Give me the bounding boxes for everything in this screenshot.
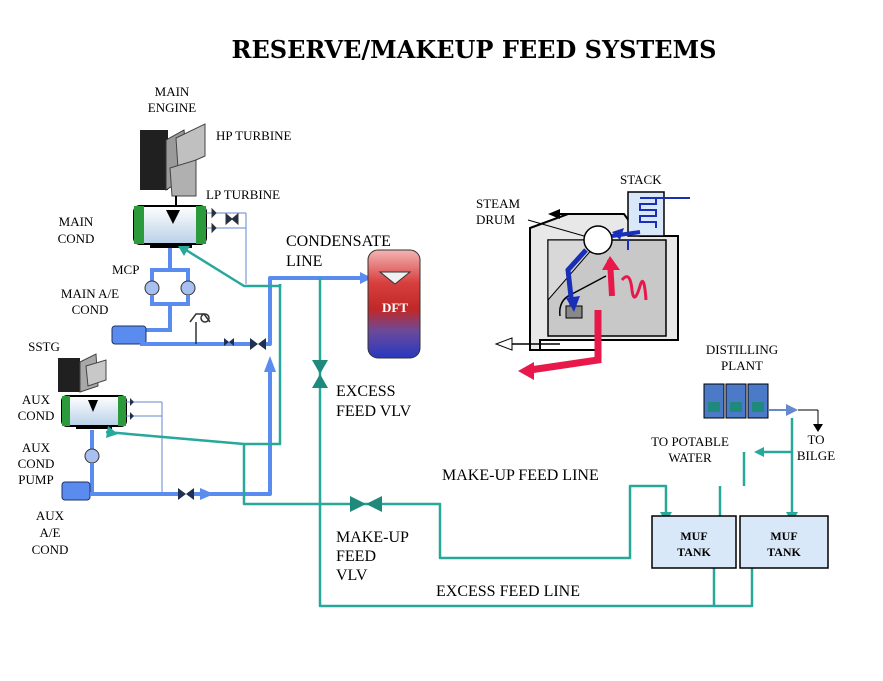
makeup-piping bbox=[105, 248, 794, 608]
aux-ae-cond-label-3: COND bbox=[32, 542, 69, 557]
sstg-generator bbox=[58, 353, 107, 393]
to-bilge-label-2: BILGE bbox=[797, 448, 835, 463]
steam-drum bbox=[583, 225, 613, 255]
makeup-feed-valve bbox=[350, 496, 382, 512]
dft-tank bbox=[367, 249, 421, 359]
funnel-gauge bbox=[189, 313, 211, 344]
excess-feed-vlv-label: EXCESS bbox=[336, 383, 396, 400]
to-potable-label-2: WATER bbox=[668, 450, 712, 465]
aux-cond-pump-label: AUX bbox=[22, 440, 51, 455]
main-cond-label: MAIN bbox=[59, 214, 94, 229]
muf-tank-right bbox=[739, 515, 829, 569]
aux-ae-cond-label-2: A/E bbox=[40, 525, 61, 540]
main-ae-cond-label-2: COND bbox=[72, 302, 109, 317]
muf-tank-left bbox=[651, 515, 737, 569]
stack bbox=[627, 191, 690, 250]
muf-tank-left-label: MUF bbox=[680, 529, 707, 543]
muf-tank-right-label: MUF bbox=[770, 529, 797, 543]
excess-feed-line-label: EXCESS FEED LINE bbox=[436, 583, 580, 600]
condensate-line-label-2: LINE bbox=[286, 253, 322, 270]
lp-drain-valves bbox=[206, 207, 247, 284]
makeup-feed-vlv-label: MAKE-UP bbox=[336, 529, 409, 546]
lp-turbine-label: LP TURBINE bbox=[206, 187, 280, 202]
distilling-plant-label: DISTILLING bbox=[706, 342, 778, 357]
condensate-valves bbox=[178, 338, 266, 500]
excess-feed-vlv-label-2: FEED VLV bbox=[336, 403, 412, 420]
makeup-feed-vlv-label-2: FEED bbox=[336, 548, 376, 565]
distilling-plant bbox=[703, 383, 823, 432]
main-condenser bbox=[133, 205, 207, 248]
condensate-line-label: CONDENSATE bbox=[286, 233, 391, 250]
muf-tank-right-label-2: TANK bbox=[767, 545, 801, 559]
distilling-plant-label-2: PLANT bbox=[721, 358, 763, 373]
aux-ae-condenser bbox=[61, 481, 91, 501]
aux-condenser bbox=[61, 395, 127, 429]
muf-tank-left-label-2: TANK bbox=[677, 545, 711, 559]
aux-cond-side-valves bbox=[126, 398, 163, 494]
mcp-label: MCP bbox=[112, 262, 139, 277]
aux-cond-label: AUX bbox=[22, 392, 51, 407]
aux-ae-cond-label: AUX bbox=[36, 508, 65, 523]
main-ae-cond-label: MAIN A/E bbox=[61, 286, 119, 301]
lp-turbine-casing bbox=[169, 159, 197, 197]
boiler-flow-arrows bbox=[494, 209, 648, 380]
aux-cond-label-2: COND bbox=[18, 408, 55, 423]
boiler bbox=[529, 213, 679, 351]
aux-cond-pump-label-2: COND bbox=[18, 456, 55, 471]
stack-label: STACK bbox=[620, 172, 662, 187]
excess-feed-valve bbox=[312, 360, 328, 388]
to-potable-label: TO POTABLE bbox=[651, 434, 729, 449]
steam-drum-label-2: DRUM bbox=[476, 212, 515, 227]
aux-cond-pump-label-3: PUMP bbox=[18, 472, 53, 487]
steam-drum-label: STEAM bbox=[476, 196, 521, 211]
main-engine-label: MAIN bbox=[155, 84, 190, 99]
condensate-arrows bbox=[200, 272, 372, 500]
sstg-label: SSTG bbox=[28, 339, 60, 354]
page-title: RESERVE/MAKEUP FEED SYSTEMS bbox=[232, 35, 717, 64]
makeup-feed-line-label: MAKE-UP FEED LINE bbox=[442, 467, 599, 484]
main-engine bbox=[140, 123, 206, 210]
to-bilge-label: TO bbox=[807, 432, 824, 447]
hp-turbine-label: HP TURBINE bbox=[216, 128, 292, 143]
aux-condensate-pump bbox=[84, 430, 100, 492]
makeup-feed-vlv-label-3: VLV bbox=[336, 567, 368, 584]
main-ae-condenser bbox=[111, 325, 147, 345]
dft-label: DFT bbox=[382, 300, 408, 315]
main-cond-label-2: COND bbox=[58, 231, 95, 246]
main-engine-label-2: ENGINE bbox=[148, 100, 196, 115]
main-condensate-pumps bbox=[140, 248, 196, 332]
steam-drum-leader bbox=[527, 219, 585, 237]
